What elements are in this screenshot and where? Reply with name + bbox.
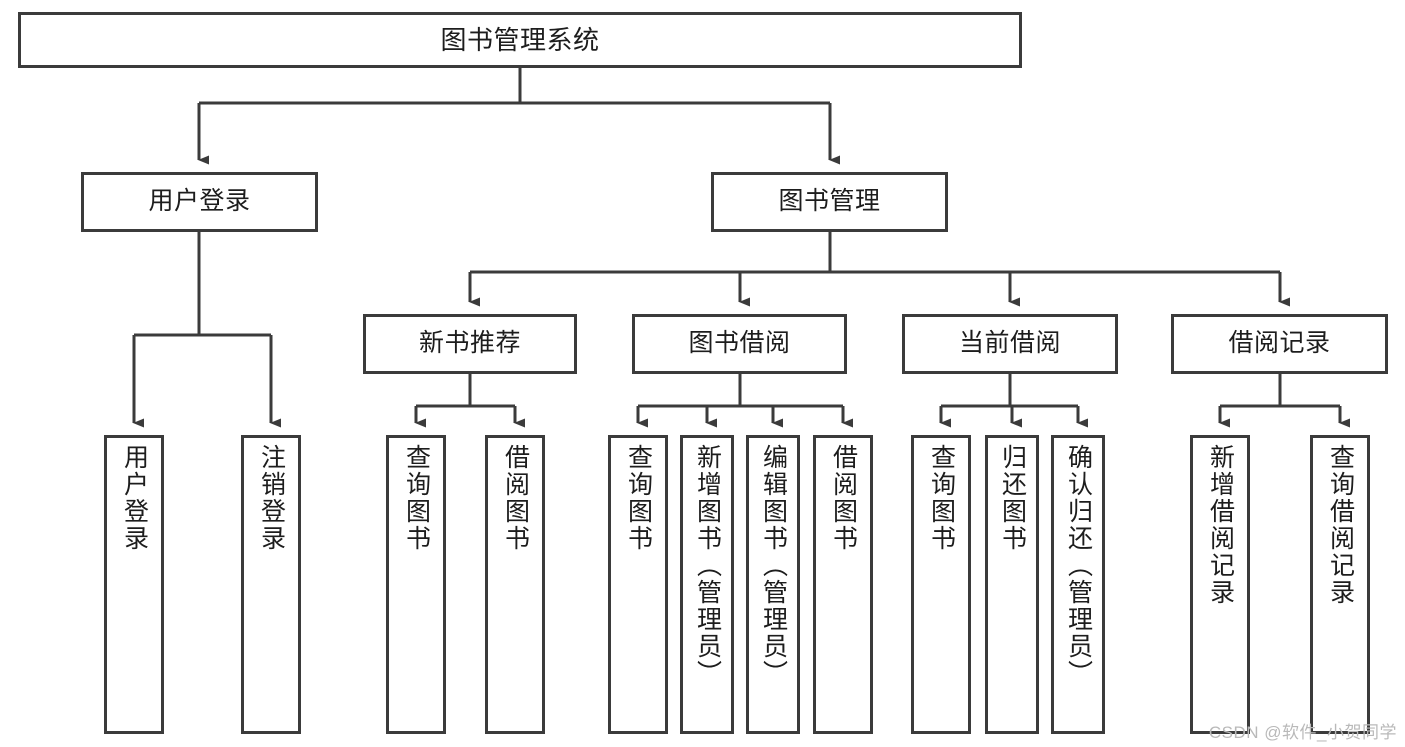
node-book-borrow-label: 图书借阅 bbox=[688, 329, 791, 358]
node-leaf-add-book-admin-label: 新增图书（管理员） bbox=[693, 444, 722, 687]
node-leaf-query-book-borrow[interactable]: 查询图书 bbox=[608, 435, 668, 734]
node-leaf-query-borrow-record-label: 查询借阅记录 bbox=[1326, 444, 1355, 606]
node-leaf-return-book[interactable]: 归还图书 bbox=[985, 435, 1039, 734]
node-leaf-borrow-book-new-label: 借阅图书 bbox=[501, 444, 530, 552]
node-leaf-query-borrow-record[interactable]: 查询借阅记录 bbox=[1310, 435, 1370, 734]
node-user-login-label: 用户登录 bbox=[148, 187, 251, 216]
csdn-watermark: CSDN @软件_小贺同学 bbox=[1208, 723, 1397, 742]
node-book-borrow[interactable]: 图书借阅 bbox=[632, 314, 847, 374]
node-book-management-label: 图书管理 bbox=[778, 187, 881, 216]
node-new-book-recommend-label: 新书推荐 bbox=[418, 329, 521, 358]
node-borrow-record-label: 借阅记录 bbox=[1228, 329, 1331, 358]
node-leaf-borrow-book-label: 借阅图书 bbox=[829, 444, 858, 552]
node-leaf-edit-book-admin[interactable]: 编辑图书（管理员） bbox=[746, 435, 800, 734]
node-root[interactable]: 图书管理系统 bbox=[18, 12, 1022, 68]
node-leaf-confirm-return-admin-label: 确认归还（管理员） bbox=[1064, 444, 1093, 687]
node-leaf-query-book-current[interactable]: 查询图书 bbox=[911, 435, 971, 734]
node-new-book-recommend[interactable]: 新书推荐 bbox=[363, 314, 577, 374]
node-current-borrow-label: 当前借阅 bbox=[958, 329, 1061, 358]
node-leaf-add-borrow-record-label: 新增借阅记录 bbox=[1206, 444, 1235, 606]
node-user-login[interactable]: 用户登录 bbox=[81, 172, 318, 232]
node-borrow-record[interactable]: 借阅记录 bbox=[1171, 314, 1388, 374]
node-leaf-confirm-return-admin[interactable]: 确认归还（管理员） bbox=[1051, 435, 1105, 734]
node-leaf-query-book-borrow-label: 查询图书 bbox=[624, 444, 653, 552]
node-leaf-logout[interactable]: 注销登录 bbox=[241, 435, 301, 734]
node-leaf-add-borrow-record[interactable]: 新增借阅记录 bbox=[1190, 435, 1250, 734]
node-leaf-user-login[interactable]: 用户登录 bbox=[104, 435, 164, 734]
node-root-label: 图书管理系统 bbox=[440, 24, 600, 55]
node-leaf-add-book-admin[interactable]: 新增图书（管理员） bbox=[680, 435, 734, 734]
node-leaf-borrow-book[interactable]: 借阅图书 bbox=[813, 435, 873, 734]
node-leaf-return-book-label: 归还图书 bbox=[998, 444, 1027, 552]
node-current-borrow[interactable]: 当前借阅 bbox=[902, 314, 1118, 374]
node-leaf-edit-book-admin-label: 编辑图书（管理员） bbox=[759, 444, 788, 687]
node-leaf-borrow-book-new[interactable]: 借阅图书 bbox=[485, 435, 545, 734]
node-leaf-query-book-new[interactable]: 查询图书 bbox=[386, 435, 446, 734]
node-leaf-query-book-new-label: 查询图书 bbox=[402, 444, 431, 552]
node-leaf-logout-label: 注销登录 bbox=[257, 444, 286, 552]
node-book-management[interactable]: 图书管理 bbox=[711, 172, 948, 232]
node-leaf-query-book-current-label: 查询图书 bbox=[927, 444, 956, 552]
node-leaf-user-login-label: 用户登录 bbox=[120, 444, 149, 552]
